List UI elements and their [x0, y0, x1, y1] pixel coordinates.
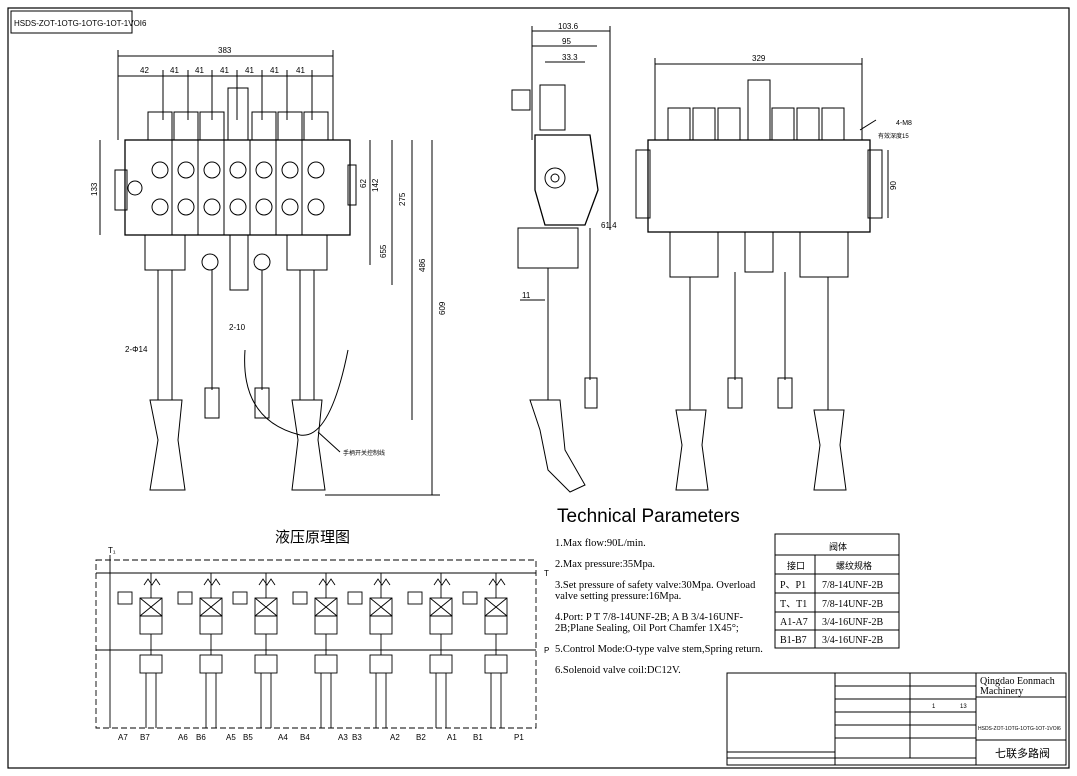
port-label: A4 [278, 733, 288, 742]
svg-text:609: 609 [438, 301, 447, 315]
port-table [774, 533, 900, 649]
port-label: P1 [514, 733, 524, 742]
svg-text:41: 41 [220, 66, 229, 75]
svg-text:螺纹规格: 螺纹规格 [836, 560, 872, 571]
hydraulic-schematic [95, 555, 537, 729]
svg-text:90: 90 [889, 181, 898, 190]
back-dim-labels: 329 90 4-M8 有效深度15 [752, 54, 912, 190]
corner-code: HSDS-ZOT-1OTG-1OTG-1OT-1VOI6 [14, 19, 147, 28]
port-label: B6 [196, 733, 206, 742]
svg-text:33.3: 33.3 [562, 53, 578, 62]
drawing-frame [7, 7, 1070, 769]
svg-text:有效深度15: 有效深度15 [878, 132, 909, 140]
port-label: B4 [300, 733, 310, 742]
port-label: A3 [338, 733, 348, 742]
company-line2: Machinery [980, 686, 1023, 697]
svg-text:阀体: 阀体 [829, 541, 847, 552]
port-table-text: 阀体 接口 螺纹规格 P、P1 7/8-14UNF-2B T、T1 7/8-14… [780, 541, 883, 646]
svg-text:2-Φ14: 2-Φ14 [125, 345, 148, 354]
svg-text:103.6: 103.6 [558, 22, 579, 31]
front-view [99, 50, 440, 496]
port-label: A6 [178, 733, 188, 742]
back-view [635, 58, 889, 491]
svg-text:142: 142 [371, 178, 380, 192]
schematic-title: 液压原理图 [275, 529, 350, 546]
technical-parameters: Technical Parameters 1.Max flow:90L/min.… [555, 506, 770, 686]
side-view [511, 26, 611, 493]
svg-text:95: 95 [562, 37, 571, 46]
valve-section [462, 573, 508, 728]
svg-text:1: 1 [932, 704, 936, 710]
svg-text:接口: 接口 [787, 560, 805, 571]
valve-section [177, 573, 223, 728]
port-label: B2 [416, 733, 426, 742]
svg-text:42: 42 [140, 66, 149, 75]
valve-section [407, 573, 453, 728]
side-dim-labels: 103.6 95 33.3 61.4 11 [522, 22, 617, 300]
t-label: T [544, 569, 549, 578]
svg-text:3/4-16UNF-2B: 3/4-16UNF-2B [822, 617, 883, 628]
port-label: A7 [118, 733, 128, 742]
port-label: B5 [243, 733, 253, 742]
svg-text:P、P1: P、P1 [780, 580, 806, 591]
svg-text:41: 41 [245, 66, 254, 75]
svg-text:3/4-16UNF-2B: 3/4-16UNF-2B [822, 635, 883, 646]
svg-text:B1-B7: B1-B7 [780, 635, 807, 646]
svg-text:4-M8: 4-M8 [896, 120, 912, 127]
tech-line-6: 6.Solenoid valve coil:DC12V. [555, 665, 681, 676]
p-label: P [544, 646, 549, 655]
svg-text:41: 41 [195, 66, 204, 75]
svg-text:329: 329 [752, 54, 766, 63]
title-block-text: Qingdao Eonmach Machinery HSDS-ZOT-1OTG-… [932, 676, 1061, 760]
svg-text:275: 275 [398, 192, 407, 206]
port-label: B1 [473, 733, 483, 742]
svg-text:41: 41 [170, 66, 179, 75]
front-dim-labels: 383 42 41 41 41 41 41 41 133 142 62 275 … [90, 46, 447, 457]
cable-note: 手柄开关控制线 [343, 449, 385, 457]
svg-text:A1-A7: A1-A7 [780, 617, 808, 628]
svg-text:T、T1: T、T1 [780, 599, 807, 610]
svg-text:61.4: 61.4 [601, 221, 617, 230]
valve-section [292, 573, 338, 728]
port-label: A1 [447, 733, 457, 742]
drawing-number: HSDS-ZOT-1OTG-1OTG-1OT-1VOI6 [978, 726, 1061, 732]
svg-text:41: 41 [296, 66, 305, 75]
t1-label: T₁ [108, 546, 116, 555]
svg-text:41: 41 [270, 66, 279, 75]
valve-section [347, 573, 393, 728]
port-label: A2 [390, 733, 400, 742]
svg-text:2-10: 2-10 [229, 323, 246, 332]
valve-section [232, 573, 278, 728]
svg-text:486: 486 [418, 258, 427, 272]
svg-text:7/8-14UNF-2B: 7/8-14UNF-2B [822, 580, 883, 591]
tech-line-2: 2.Max pressure:35Mpa. [555, 559, 656, 570]
tech-line-4: 4.Port: P T 7/8-14UNF-2B; A B 3/4-16UNF-… [555, 612, 743, 634]
corner-code-box [10, 10, 133, 34]
port-labels: A7 B7 A6 B6 A5 B5 A4 B4 A3 B3 A2 B2 A1 B1 P1 [118, 733, 524, 742]
svg-text:7/8-14UNF-2B: 7/8-14UNF-2B [822, 599, 883, 610]
svg-text:383: 383 [218, 46, 232, 55]
svg-text:655: 655 [379, 244, 388, 258]
tech-heading: Technical Parameters [557, 506, 740, 527]
port-label: A5 [226, 733, 236, 742]
company-line1: Qingdao Eonmach [980, 676, 1055, 687]
svg-text:11: 11 [522, 291, 531, 300]
drawing-name: 七联多路阀 [995, 746, 1050, 760]
valve-sections [117, 573, 508, 728]
svg-text:13: 13 [960, 704, 967, 710]
port-label: B7 [140, 733, 150, 742]
valve-section [117, 573, 163, 728]
svg-text:62: 62 [359, 179, 368, 188]
svg-text:133: 133 [90, 182, 99, 196]
tech-line-1: 1.Max flow:90L/min. [555, 538, 646, 549]
title-block [726, 672, 1067, 766]
tech-line-3: 3.Set pressure of safety valve:30Mpa. Ov… [555, 580, 756, 602]
port-label: B3 [352, 733, 362, 742]
tech-line-5: 5.Control Mode:O-type valve stem,Spring … [555, 644, 763, 655]
